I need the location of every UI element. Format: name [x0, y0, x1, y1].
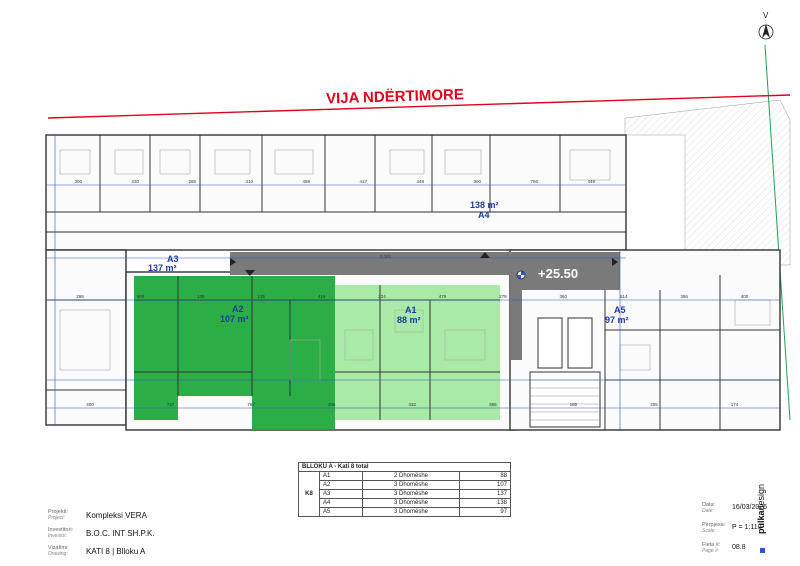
- unit-a1-area: 88 m²: [397, 315, 421, 325]
- unit-a2-area: 107 m²: [220, 314, 249, 324]
- level-marker-icon: [516, 270, 526, 280]
- unit-a5-area: 97 m²: [605, 315, 629, 325]
- section-marker-left: [230, 258, 236, 266]
- dimension-label: 135: [258, 294, 266, 299]
- dimension-label: 385: [489, 402, 497, 407]
- dimension-label: 400: [86, 402, 94, 407]
- dimension-label: 356: [680, 294, 688, 299]
- building-line-label: VIJA NDËRTIMORE: [326, 86, 464, 107]
- dimension-label: 295: [328, 402, 336, 407]
- unit-a1-id: A1: [405, 305, 417, 315]
- section-marker-up: [480, 252, 490, 258]
- dimension-label: 689: [137, 294, 145, 299]
- dimension-label: 468: [303, 179, 311, 184]
- unit-a4-area: 138 m²: [470, 200, 499, 210]
- dimension-label: 448: [588, 179, 596, 184]
- dimension-label: 400: [741, 294, 749, 299]
- north-label: V: [763, 11, 769, 20]
- dimension-label: 410: [246, 179, 254, 184]
- project-name: Kompleksi VERA: [86, 511, 147, 520]
- table-row: A2 3 Dhomëshe 107: [299, 480, 511, 490]
- section-marker-right: [612, 258, 618, 266]
- north-arrow-icon: [758, 24, 774, 40]
- table-row: A4 3 Dhomëshe 138: [299, 498, 511, 508]
- unit-a3-area: 137 m²: [148, 263, 177, 273]
- furniture: [59, 149, 771, 381]
- building-outline-left: [45, 249, 127, 426]
- unit-a2-fill: [134, 276, 335, 430]
- elevation-label: +25.50: [538, 266, 578, 281]
- table-row: K8 A1 2 Dhomëshe 88: [298, 471, 511, 517]
- drawing-scale: P = 1:110: [732, 524, 762, 531]
- corridor-dimension: 2,161: [380, 254, 392, 259]
- dimension-label: 230: [132, 179, 140, 184]
- brand-square-icon: [760, 548, 765, 553]
- dimension-label: 298: [76, 294, 84, 299]
- dimension-labels-top: 300 230 265 410 468 417 448 300 796 448: [75, 179, 596, 184]
- dimension-label: 174: [731, 402, 739, 407]
- unit-a5-id: A5: [614, 305, 626, 315]
- dimension-label: 360: [560, 294, 568, 299]
- dimension-label: 727: [167, 402, 175, 407]
- elevator-shaft-2: [567, 317, 593, 369]
- unit-a3-id: A3: [167, 254, 179, 264]
- table-row: A5 3 Dhomëshe 97: [299, 507, 511, 517]
- dimension-label: 135: [197, 294, 205, 299]
- drawing-date: 16/03/2026: [732, 504, 768, 511]
- unit-a2-id: A2: [232, 304, 244, 314]
- dimension-label: 300: [75, 179, 83, 184]
- area-summary-table: BLLOKU A - Kati 8 total K8 A1 2 Dhomëshe…: [298, 462, 511, 517]
- site-hatch: [624, 99, 791, 266]
- brand-logo: pulkadesign: [750, 474, 772, 554]
- dimension-label: 796: [531, 179, 539, 184]
- dimension-label: 300: [474, 179, 482, 184]
- dimension-label: 205: [650, 402, 658, 407]
- section-marker-down: [245, 270, 255, 276]
- dimension-labels-mid: 298 689 135 135 419 324 479 279 360 514 356 400: [76, 294, 749, 299]
- building-line: [47, 94, 791, 119]
- dimension-label: 265: [189, 179, 197, 184]
- dimension-label: 419: [318, 294, 326, 299]
- unit-a4-id: A4: [478, 210, 490, 220]
- floor-code: K8: [298, 471, 320, 517]
- dimension-labels-lower: 400 727 767 295 432 385 180 205 174: [86, 402, 738, 407]
- dimension-label: 514: [620, 294, 628, 299]
- dimension-label: 479: [439, 294, 447, 299]
- dimension-label: 767: [247, 402, 255, 407]
- unit-a1-fill: [335, 285, 500, 420]
- table-row: A3 3 Dhomëshe 137: [299, 489, 511, 499]
- elevator-shaft-1: [537, 317, 563, 369]
- dimension-label: 180: [570, 402, 578, 407]
- stair-core: [529, 371, 601, 428]
- dimension-label: 417: [360, 179, 368, 184]
- summary-title: BLLOKU A - Kati 8 total: [298, 462, 511, 472]
- investor-name: B.O.C. INT SH.P.K.: [86, 529, 155, 538]
- dimension-lines: [46, 135, 780, 430]
- building-outline-top: [45, 134, 627, 251]
- dimension-label: 324: [378, 294, 386, 299]
- dimension-label: 432: [409, 402, 417, 407]
- property-line: [764, 44, 791, 421]
- page-number: 08.8: [732, 544, 746, 551]
- drawing-name: KATI 8 | Blloku A: [86, 547, 146, 556]
- dimension-label: 448: [417, 179, 425, 184]
- dimension-label: 279: [499, 294, 507, 299]
